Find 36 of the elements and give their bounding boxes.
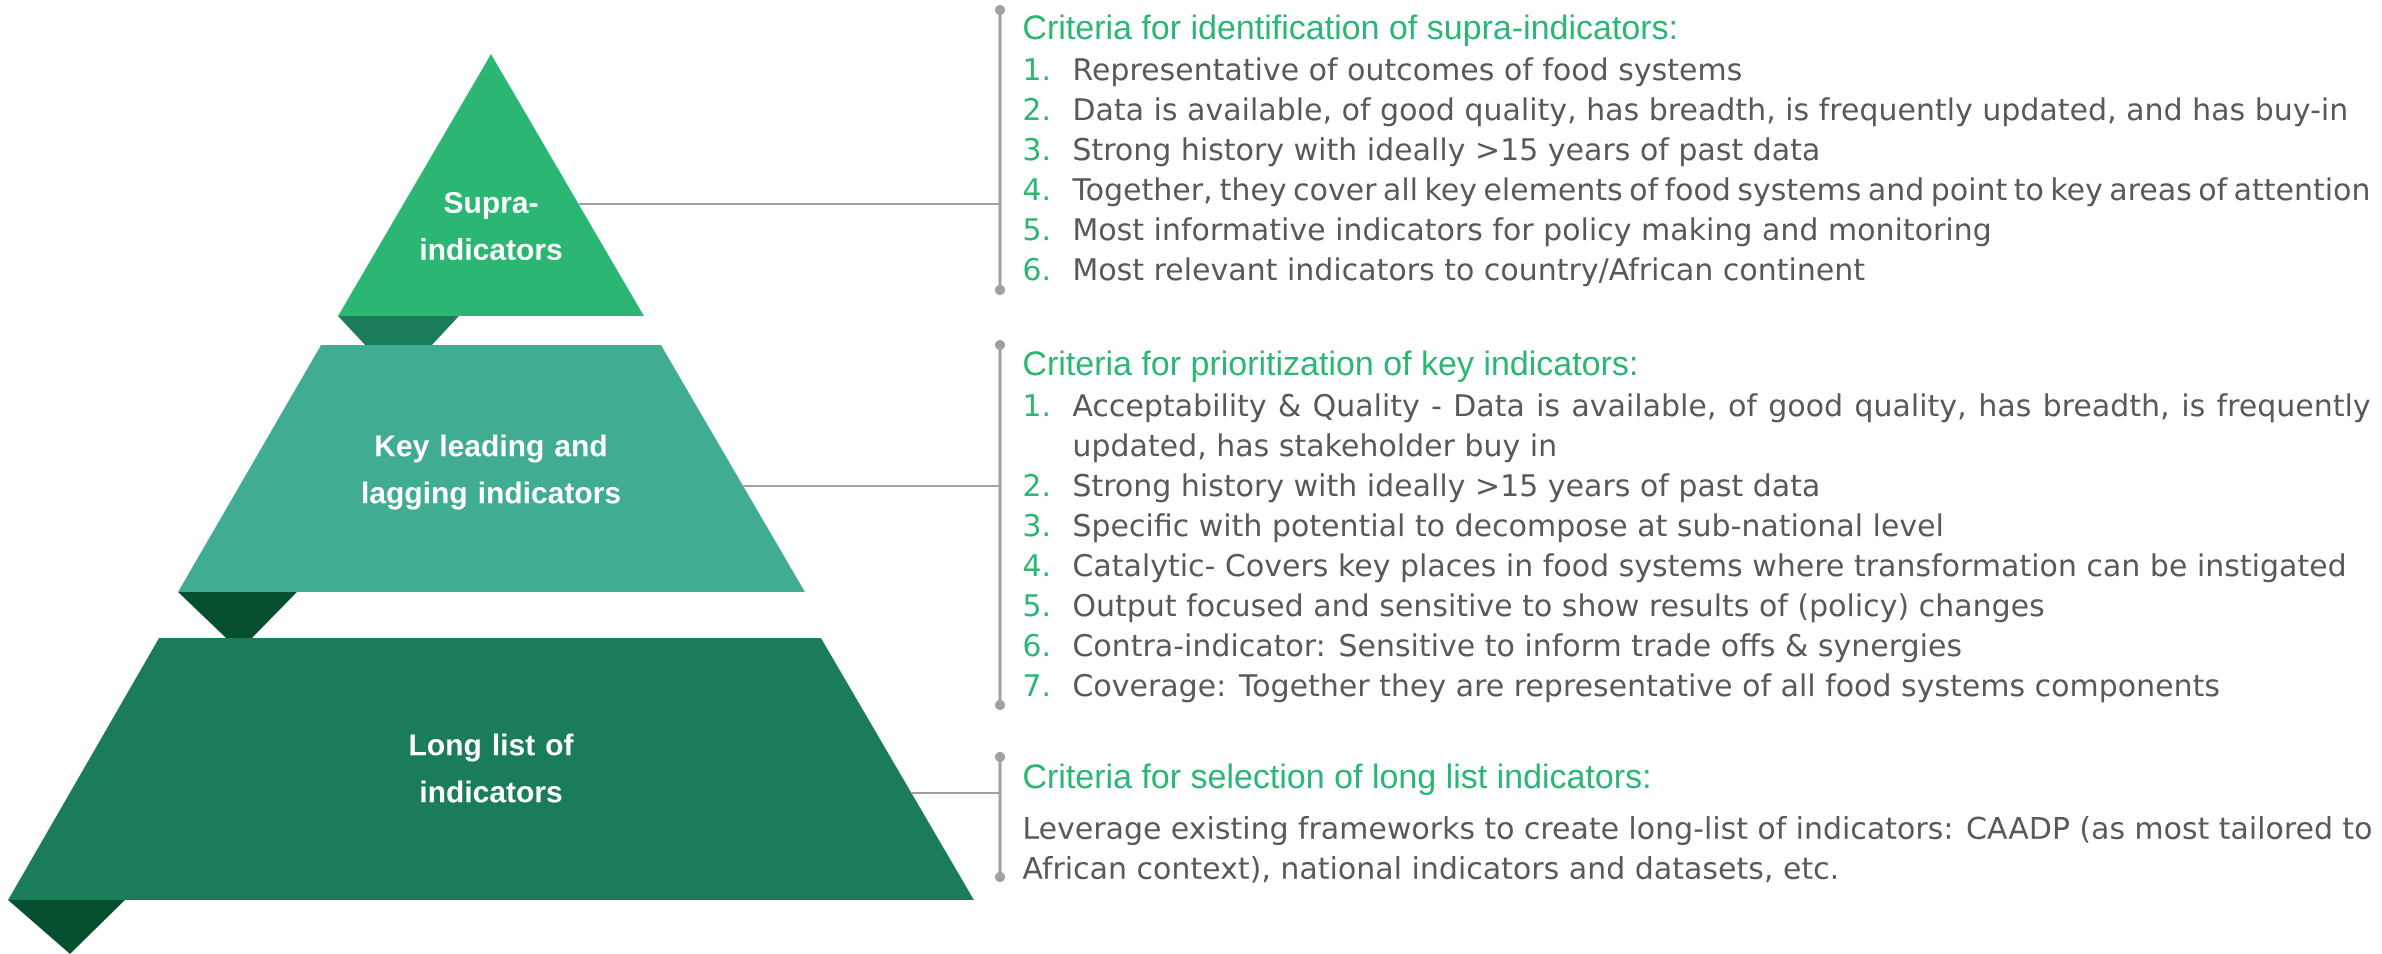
paragraph: Leverage existing frameworks to create long-list of indicators: CAADP (as most tailored to African context), national indicators and datasets, etc.	[1022, 816, 2371, 883]
pyramid-tier-drawing: Long list of indicators	[8, 638, 974, 954]
list-number: 3.	[1024, 137, 1048, 161]
criteria-heading: Criteria for prioritization of key indicators:	[1024, 350, 1636, 383]
leader-line	[742, 485, 1001, 487]
list-item: Data is available, of good quality, has breadth, is frequently updated, and has buy-in	[1075, 97, 2346, 127]
list-item: Specific with potential to decompose at sub-national level	[1074, 513, 1942, 543]
pyramid-tier-drawing: Key leading and lagging indicators	[178, 345, 805, 638]
list-number: 3.	[1024, 513, 1048, 537]
criteria-heading: Criteria for selection of long list indicators:	[1024, 763, 1649, 796]
leader-line	[910, 792, 1001, 794]
list-item: Contra-indicator: Sensitive to inform trade offs & synergies	[1074, 633, 1961, 663]
criteria-heading: Criteria for identification of supra-indicators:	[1024, 14, 1675, 47]
list-number: 2.	[1024, 97, 1048, 121]
pyramid-tier-drawing: Supra- indicators	[338, 54, 644, 345]
list-item: Acceptability & Quality - Data is available, of good quality, has breadth, is frequently updated, has stakeholder buy in	[1072, 393, 2370, 463]
list-item: Strong history with ideally >15 years of past data	[1074, 137, 1818, 167]
list-number: 2.	[1024, 473, 1048, 497]
list-number: 1.	[1025, 394, 1048, 417]
list-number: 5.	[1024, 594, 1048, 617]
list-number: 4.	[1023, 178, 1048, 201]
list-number: 6.	[1024, 257, 1048, 281]
leader-line	[577, 203, 1001, 205]
list-item: Coverage: Together they are representative of all food systems components	[1074, 673, 2219, 703]
list-number: 4.	[1023, 554, 1048, 577]
list-number: 1.	[1025, 58, 1048, 81]
list-item: Representative of outcomes of food systems	[1075, 57, 1741, 87]
list-item: Catalytic- Covers key places in food systems where transformation can be instigated	[1074, 553, 2344, 583]
list-item: Most relevant indicators to country/African continent	[1075, 257, 1865, 287]
list-item: Most informative indicators for policy making and monitoring	[1075, 217, 1989, 247]
list-item: Together, they cover all key elements of food systems and point to key areas of attention	[1072, 177, 2368, 207]
list-number: 5.	[1024, 218, 1048, 241]
list-item: Strong history with ideally >15 years of past data	[1074, 473, 1818, 503]
list-item: Output focused and sensitive to show results of (policy) changes	[1074, 593, 2044, 623]
list-number: 7.	[1024, 674, 1048, 697]
list-number: 6.	[1024, 633, 1048, 657]
